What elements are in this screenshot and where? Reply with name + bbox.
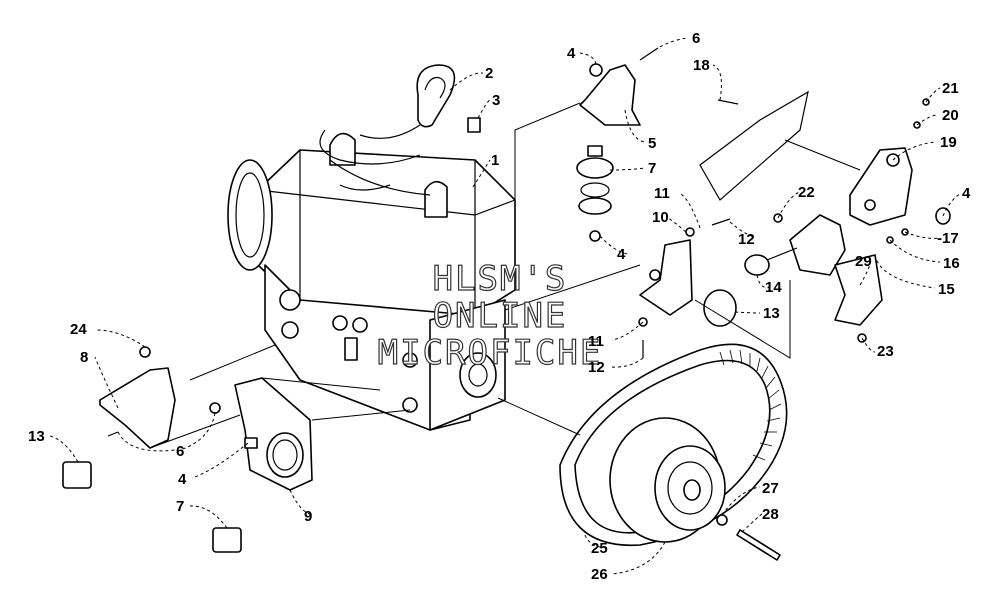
watermark-line-2: ONLINE: [433, 296, 568, 336]
callout-2: 2: [485, 65, 493, 82]
callout-4-top: 4: [567, 45, 576, 62]
left-mount-plate: [62, 344, 276, 489]
callout-7-top: 7: [648, 160, 656, 177]
callout-25: 25: [591, 540, 608, 557]
front-mount-bracket: [209, 377, 411, 553]
callout-20: 20: [942, 107, 959, 124]
callout-6-top: 6: [692, 30, 700, 47]
watermark-line-1: HLSM'S: [433, 259, 568, 299]
callout-19: 19: [940, 134, 957, 151]
callout-26: 26: [591, 566, 608, 583]
callout-22: 22: [798, 184, 815, 201]
callout-16: 16: [943, 255, 960, 272]
callout-27: 27: [762, 480, 779, 497]
callout-10: 10: [652, 209, 669, 226]
upper-mount-bracket: [514, 47, 659, 242]
callout-9: 9: [304, 508, 312, 525]
callout-13-right: 13: [763, 305, 780, 322]
engine-assembly: [227, 129, 516, 431]
belt-ribs: [719, 349, 782, 461]
callout-28: 28: [762, 506, 779, 523]
starter-handle: [359, 64, 481, 139]
callout-8: 8: [80, 349, 88, 366]
callout-labels: 1 2 3 4 4 4 4 5 6 6 7 7 8 9 10 11 11 12 …: [28, 30, 971, 583]
leader-lines: [49, 37, 961, 575]
callout-29: 29: [855, 253, 872, 270]
callout-11-bottom: 11: [588, 333, 604, 350]
callout-6-left: 6: [176, 443, 184, 460]
callout-23: 23: [877, 343, 894, 360]
callout-15: 15: [938, 281, 955, 298]
callout-18: 18: [693, 57, 710, 74]
drive-clutch-and-belt: [497, 343, 788, 561]
callout-21: 21: [942, 80, 959, 97]
callout-3: 3: [492, 92, 500, 109]
callout-4-right: 4: [962, 185, 971, 202]
callout-7-bottom: 7: [176, 498, 184, 515]
callout-11-top: 11: [654, 185, 670, 202]
callout-4-left: 4: [178, 471, 187, 488]
callout-13-left: 13: [28, 428, 45, 445]
callout-1: 1: [491, 152, 499, 169]
watermark-line-3: MICROFICHE: [378, 333, 603, 373]
callout-14: 14: [765, 279, 782, 296]
callout-24: 24: [70, 321, 87, 338]
watermark: HLSM'S ONLINE MICROFICHE: [377, 258, 603, 373]
callout-4-mid: 4: [617, 246, 626, 263]
callout-5: 5: [648, 135, 656, 152]
callout-17: -17: [937, 230, 959, 247]
callout-12-top: 12: [738, 231, 755, 248]
mid-bracket: [504, 218, 737, 358]
callout-12-bottom: 12: [588, 359, 605, 376]
